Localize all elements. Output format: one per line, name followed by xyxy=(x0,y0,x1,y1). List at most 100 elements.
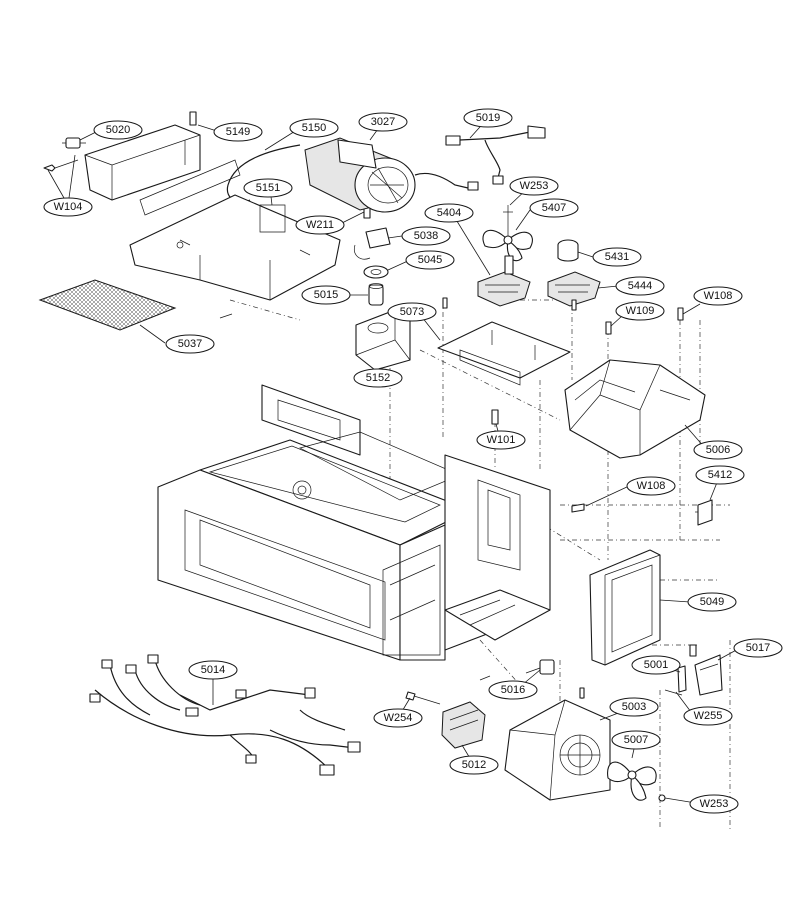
callout-5006: 5006 xyxy=(693,440,743,460)
callout-label: 5015 xyxy=(314,289,338,301)
callout-label: 5149 xyxy=(226,126,250,138)
callout-label: 5019 xyxy=(476,112,500,124)
callout-label: 5431 xyxy=(605,251,629,263)
callout-label: 5049 xyxy=(700,596,724,608)
part-5012-magnetron-bracket xyxy=(441,701,486,749)
callout-5152: 5152 xyxy=(353,368,403,388)
callout-label: 3027 xyxy=(371,116,395,128)
callout-label: 5151 xyxy=(256,182,280,194)
callout-w211: W211 xyxy=(295,215,345,235)
part-5045-gear xyxy=(363,265,389,279)
part-w109-screw xyxy=(605,321,612,335)
callout-5037: 5037 xyxy=(165,334,215,354)
callout-label: W211 xyxy=(306,219,334,231)
callout-label: W109 xyxy=(626,305,655,317)
callout-label: 5006 xyxy=(706,444,730,456)
part-w254-screw xyxy=(405,691,441,705)
part-5015-spacer xyxy=(368,283,384,306)
callout-5149: 5149 xyxy=(213,122,263,142)
callout-label: W254 xyxy=(384,712,413,724)
callout-label: 5152 xyxy=(366,372,390,384)
callout-w253-top: W253 xyxy=(509,176,559,196)
part-main-chassis xyxy=(157,384,551,661)
part-5431-coupler xyxy=(557,239,579,262)
callout-label: W104 xyxy=(54,201,83,213)
callout-5001: 5001 xyxy=(631,655,681,675)
callout-5019: 5019 xyxy=(463,108,513,128)
part-w253-nut xyxy=(658,794,666,802)
callout-5007: 5007 xyxy=(611,730,661,750)
callout-label: W108 xyxy=(704,290,733,302)
callout-label: 5012 xyxy=(462,759,486,771)
callout-label: W253 xyxy=(520,180,549,192)
part-5038-damper-motor xyxy=(354,227,391,260)
callout-5407: 5407 xyxy=(529,198,579,218)
part-w108-screw-top xyxy=(677,307,684,321)
callout-5014: 5014 xyxy=(188,660,238,680)
part-5006-air-duct xyxy=(564,359,706,459)
part-5149-bracket xyxy=(84,111,201,201)
callout-5020: 5020 xyxy=(93,120,143,140)
part-5003-fan-housing xyxy=(504,687,611,801)
callout-label: 5001 xyxy=(644,659,668,671)
callout-5016: 5016 xyxy=(488,680,538,700)
part-w108-screw-mid xyxy=(571,503,585,513)
part-5001-lever xyxy=(677,665,687,693)
callout-5431: 5431 xyxy=(592,247,642,267)
callout-5015: 5015 xyxy=(301,285,351,305)
part-5073-motor-mount xyxy=(437,297,577,386)
callout-label: 5003 xyxy=(622,701,646,713)
part-3027-blower-motor xyxy=(304,137,479,213)
part-5412-switch xyxy=(695,499,713,526)
callout-w253-bottom: W253 xyxy=(689,794,739,814)
part-5007-fan-blade xyxy=(607,761,657,801)
callout-5151: 5151 xyxy=(243,178,293,198)
callout-label: W253 xyxy=(700,798,729,810)
callout-3027: 3027 xyxy=(358,112,408,132)
callout-label: 5073 xyxy=(400,306,424,318)
callout-5150: 5150 xyxy=(289,118,339,138)
part-5016-microswitch xyxy=(479,659,555,681)
callout-5017: 5017 xyxy=(733,638,783,658)
callout-label: 5017 xyxy=(746,642,770,654)
callout-label: 5412 xyxy=(708,469,732,481)
part-5020-thermostat xyxy=(62,137,86,149)
callout-label: 5045 xyxy=(418,254,442,266)
callout-label: W108 xyxy=(637,480,666,492)
callout-label: 5404 xyxy=(437,207,461,219)
callout-w109: W109 xyxy=(615,301,665,321)
callout-5073: 5073 xyxy=(387,302,437,322)
part-5151-base-plate xyxy=(129,159,341,301)
callout-w101: W101 xyxy=(476,430,526,450)
part-5049-panel-frame xyxy=(589,549,661,666)
callout-label: W101 xyxy=(487,434,516,446)
part-5037-grease-filter xyxy=(38,279,177,331)
part-5407-fan-blade xyxy=(482,205,533,262)
callout-5412: 5412 xyxy=(695,465,745,485)
callout-label: 5038 xyxy=(414,230,438,242)
callout-5038: 5038 xyxy=(401,226,451,246)
part-5014-wire-harness xyxy=(89,654,361,776)
callout-label: W255 xyxy=(694,710,723,722)
callout-label: 5407 xyxy=(542,202,566,214)
callout-w108-mid: W108 xyxy=(626,476,676,496)
callout-label: 5020 xyxy=(106,124,130,136)
part-5404-fan-motor xyxy=(477,255,531,307)
part-5019-wire-harness xyxy=(445,125,546,185)
callout-5444: 5444 xyxy=(615,276,665,296)
part-small-screw xyxy=(219,313,233,319)
callout-label: 5007 xyxy=(624,734,648,746)
callout-5012: 5012 xyxy=(449,755,499,775)
callout-label: 5444 xyxy=(628,280,652,292)
callout-w255: W255 xyxy=(683,706,733,726)
callout-label: 5014 xyxy=(201,664,225,676)
callout-5003: 5003 xyxy=(609,697,659,717)
callout-w104: W104 xyxy=(43,197,93,217)
callout-label: 5150 xyxy=(302,122,326,134)
part-w255-screw xyxy=(664,689,683,696)
part-5444-fan-motor xyxy=(547,271,601,307)
part-5017-latch xyxy=(689,644,723,696)
part-w101-screw xyxy=(491,409,499,425)
callout-label: 5016 xyxy=(501,684,525,696)
callout-5404: 5404 xyxy=(424,203,474,223)
